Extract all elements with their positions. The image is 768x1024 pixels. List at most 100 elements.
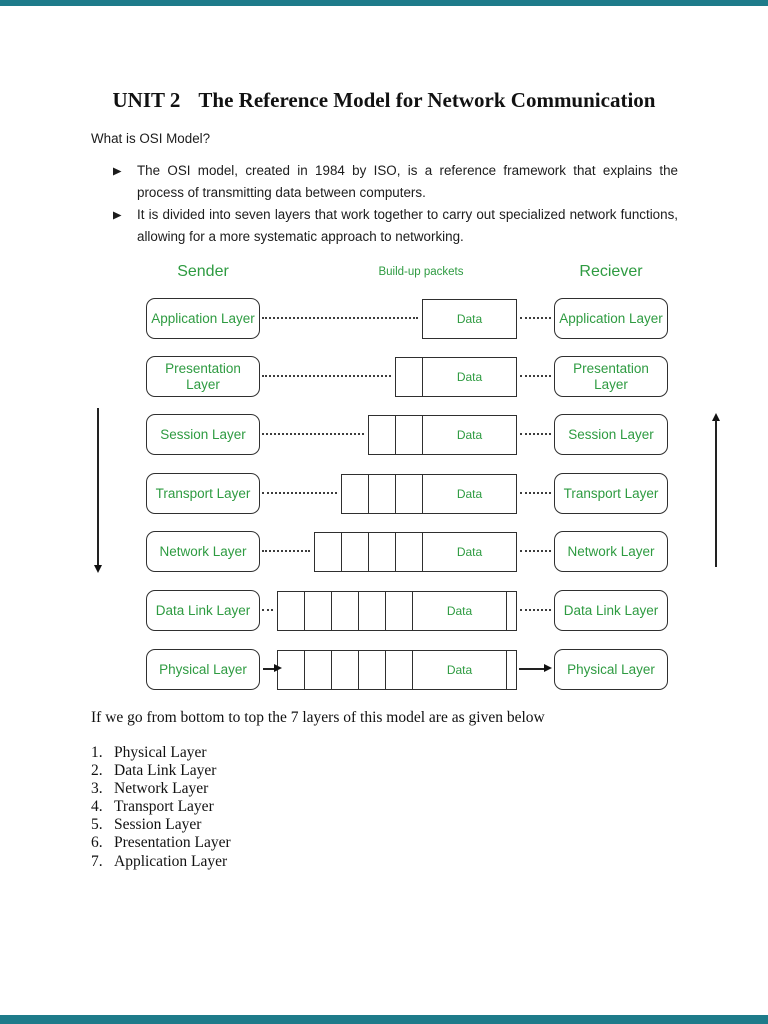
receiver-layer-label: Network Layer [567, 543, 655, 559]
right-dotted-connector [520, 433, 551, 435]
list-item-label: Session Layer [114, 816, 202, 834]
packet-box: Data [395, 356, 517, 397]
list-item: 3.Network Layer [91, 780, 231, 798]
packet-header-cell [386, 650, 413, 689]
list-item-number: 6. [91, 834, 103, 852]
packet-header-cell [342, 474, 369, 513]
receiver-layer-label: Physical Layer [567, 661, 655, 677]
intro-bullet-text: The OSI model, created in 1984 by ISO, i… [137, 163, 678, 200]
packet-data-label: Data [456, 544, 483, 559]
list-item-number: 2. [91, 762, 103, 780]
list-item-number: 4. [91, 798, 103, 816]
packet-header-cell [332, 591, 359, 630]
packet-header-cell [386, 591, 413, 630]
sender-layer-label: Network Layer [159, 543, 247, 559]
left-arrow-head-icon [274, 664, 282, 673]
intro-bullet: It is divided into seven layers that wor… [112, 204, 678, 247]
packet-trailer-cell [506, 591, 516, 630]
list-item: 7. Application Layer [91, 853, 231, 871]
packet-data-label: Data [456, 311, 483, 326]
receiver-layer-box: Data Link Layer [554, 590, 668, 631]
right-dotted-connector [520, 609, 551, 611]
packet-header-cell [396, 532, 423, 571]
left-dotted-connector [262, 317, 418, 319]
sender-layer-box: Presentation Layer [146, 356, 260, 397]
left-dotted-connector [262, 375, 391, 377]
receiver-layer-box: Session Layer [554, 414, 668, 455]
arrow-bullet-icon [112, 160, 137, 203]
packet-header-cell [342, 532, 369, 571]
receiver-layer-label: Application Layer [559, 310, 663, 326]
right-dotted-connector [520, 492, 551, 494]
receiver-layer-label: Presentation Layer [573, 361, 649, 392]
sender-layer-box: Data Link Layer [146, 590, 260, 631]
intro-question: What is OSI Model? [91, 131, 211, 146]
sender-layer-box: Transport Layer [146, 473, 260, 514]
packet-box: Data [422, 298, 517, 339]
list-item-label: Data Link Layer [114, 762, 217, 780]
receiver-direction-arrow-head-icon [711, 413, 720, 421]
sender-layer-label: Application Layer [151, 310, 255, 326]
sender-layer-label: Transport Layer [155, 485, 251, 501]
list-item-label: Application Layer [114, 852, 228, 870]
outro-lead-text: If we go from bottom to top the 7 layers… [91, 709, 545, 726]
right-dotted-connector [520, 375, 551, 377]
list-item: 2. Data Link Layer [91, 762, 231, 780]
left-dotted-connector [262, 550, 310, 552]
right-dotted-connector [520, 550, 551, 552]
list-item-label: Transport Layer [114, 798, 214, 816]
sender-layer-box: Network Layer [146, 531, 260, 572]
sender-layer-label: Physical Layer [159, 661, 247, 677]
list-item-label: Presentation Layer [114, 834, 231, 852]
packet-header-cell [315, 532, 342, 571]
packet-header-cell [369, 532, 396, 571]
diagram-buildup-packets-label: Build-up packets [378, 266, 464, 278]
sender-layer-box: Physical Layer [146, 649, 260, 690]
intro-bullet: The OSI model, created in 1984 by ISO, i… [112, 160, 678, 203]
top-edge-bar [0, 0, 768, 6]
page-title: UNIT 2 The Reference Model for Network C… [0, 88, 768, 113]
sender-layer-label: Presentation Layer [165, 361, 241, 392]
list-item-number: 5. [91, 816, 103, 834]
left-dotted-connector [262, 492, 337, 494]
packet-box: Data [277, 649, 517, 690]
sender-layer-box: Application Layer [146, 298, 260, 339]
packet-header-cell [278, 650, 305, 689]
diagram-sender-label: Sender [177, 263, 229, 280]
title-text: The Reference Model for Network Communic… [198, 88, 656, 112]
left-arrow-line [263, 668, 274, 670]
packet-data-label: Data [456, 427, 483, 442]
packet-box: Data [277, 590, 517, 631]
list-item-number: 3. [91, 780, 103, 798]
packet-header-cell [359, 591, 386, 630]
list-item-number: 1. [91, 744, 103, 761]
receiver-layer-box: Network Layer [554, 531, 668, 572]
packet-trailer-cell [506, 650, 516, 689]
sender-direction-arrow-line [97, 408, 99, 566]
packet-header-cell [396, 474, 423, 513]
left-dotted-connector [262, 609, 273, 611]
right-arrow-head-icon [544, 664, 552, 673]
list-item: 4. Transport Layer [91, 798, 231, 816]
receiver-layer-box: Transport Layer [554, 473, 668, 514]
intro-bullet-list: The OSI model, created in 1984 by ISO, i… [112, 160, 678, 248]
receiver-layer-box: Application Layer [554, 298, 668, 339]
packet-header-cell [359, 650, 386, 689]
packet-data-label: Data [446, 603, 473, 618]
bottom-edge-bar [0, 1015, 768, 1024]
packet-header-cell [369, 415, 396, 454]
packet-header-cell [332, 650, 359, 689]
sender-layer-label: Data Link Layer [155, 602, 251, 618]
intro-bullet-text: It is divided into seven layers that wor… [137, 207, 678, 244]
packet-header-cell [305, 591, 332, 630]
diagram-receiver-label: Reciever [579, 263, 643, 280]
list-item-number: 7. [91, 852, 103, 870]
packet-data-label: Data [456, 486, 483, 501]
packet-header-cell [305, 650, 332, 689]
packet-box: Data [368, 414, 517, 455]
right-arrow-line [519, 668, 544, 670]
packet-header-cell [278, 591, 305, 630]
right-dotted-connector [520, 317, 551, 319]
packet-header-cell [396, 415, 423, 454]
